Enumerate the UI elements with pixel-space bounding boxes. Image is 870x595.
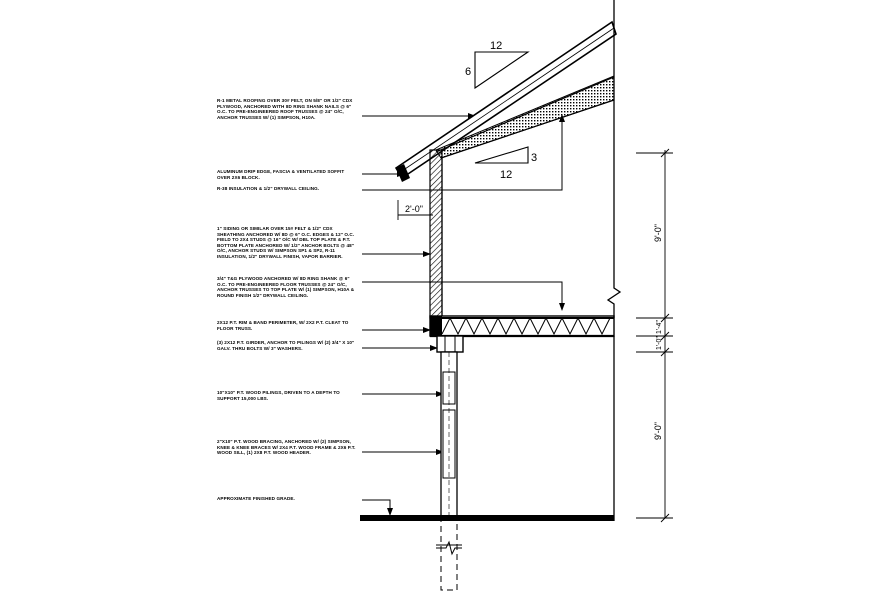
note-bracing: 2"X10" P.T. WOOD BRACING, ANCHORED W/ (2… <box>217 439 356 456</box>
ceiling-slope-triangle <box>474 146 529 164</box>
truss-top-chord <box>435 76 615 153</box>
ceiling-slope-rise: 3 <box>531 152 537 164</box>
girder <box>436 335 464 353</box>
section-cut-line <box>606 0 622 521</box>
girder-beam <box>436 335 464 353</box>
note-roof: R-1 METAL ROOFING OVER 30# FELT, ON 5/8"… <box>217 98 353 120</box>
ceiling-slope-indicator: 12 3 <box>474 146 537 181</box>
bracing-member-upper <box>442 371 456 405</box>
note-girder: (3) 2X12 P.T. GIRDER, ANCHOR TO PILINGS … <box>217 340 355 351</box>
floor-truss-web <box>441 316 611 336</box>
note-soffit: ALUMINUM DRIP EDGE, FASCIA & VENTILATED … <box>217 169 345 180</box>
roof-slope-triangle <box>474 51 530 90</box>
floor-system <box>429 315 615 338</box>
vertical-dimensions <box>636 148 673 523</box>
overhang-dimension: 2'-0" <box>397 200 433 220</box>
note-insulation: R-38 INSULATION & 1/2" DRYWALL CEILING. <box>217 186 320 191</box>
leader-floor <box>362 281 565 311</box>
leader-insulation <box>362 114 565 191</box>
note-pile: 10"X10" P.T. WOOD PILINGS, DRIVEN TO A D… <box>217 390 340 401</box>
note-grade: APPROXIMATE FINISHED GRADE. <box>217 496 295 501</box>
exterior-wall <box>429 149 443 319</box>
note-floor: 3/4" T&G PLYWOOD ANCHORED W/ 8D RING SHA… <box>217 276 355 298</box>
wood-piling <box>436 351 462 591</box>
ceiling-line <box>440 99 615 159</box>
roof-slope-run: 12 <box>490 40 502 52</box>
roof-slope-rise: 6 <box>465 66 471 78</box>
finished-grade-line <box>360 515 614 521</box>
wall-siding <box>429 149 443 319</box>
floor-depth-dimension: 1'-4" <box>656 320 663 334</box>
note-wall: 1" SIDING OR SIMILAR OVER 15# FELT & 1/2… <box>217 226 355 259</box>
wall-height-dimension: 9'-0" <box>653 224 663 242</box>
ceiling-slope-run: 12 <box>500 169 512 181</box>
note-band: 2X12 P.T. RIM & BAND PERIMETER, W/ 2X2 P… <box>217 320 349 331</box>
overhang-dimension-label: 2'-0" <box>405 204 423 214</box>
pile-height-dimension: 9'-0" <box>653 422 663 440</box>
roof-deck-inner-line <box>398 27 615 174</box>
piling-below-grade <box>440 519 458 591</box>
roof-slope-indicator: 12 6 <box>465 40 530 90</box>
break-symbol <box>436 540 462 556</box>
rim-band <box>430 316 442 336</box>
vertical-dimension-labels: 9'-0" 1'-4" 1'-0" 9'-0" <box>653 224 663 440</box>
bracing-member-lower <box>442 409 456 479</box>
roof-assembly <box>394 20 617 182</box>
leader-grade <box>362 499 393 516</box>
girder-depth-dimension: 1'-0" <box>656 336 663 350</box>
leader-lines <box>362 113 565 516</box>
fascia <box>396 164 410 182</box>
